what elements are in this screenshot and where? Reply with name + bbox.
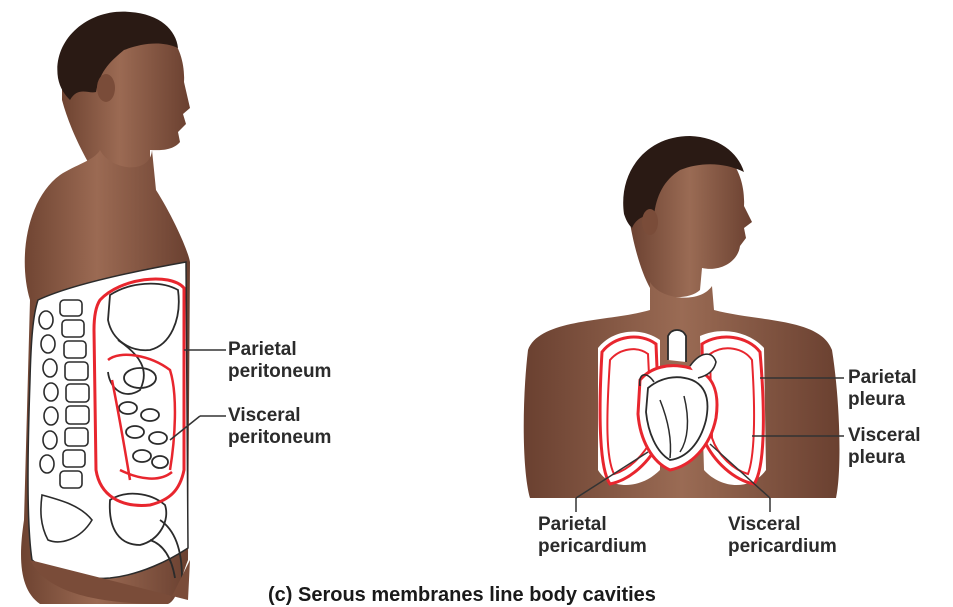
- figure-caption: (c) Serous membranes line body cavities: [268, 584, 656, 607]
- label-visceral-peritoneum-line2: peritoneum: [228, 427, 331, 449]
- label-parietal-pleura-line1: Parietal: [848, 367, 917, 389]
- label-visceral-pleura-line2: pleura: [848, 447, 921, 469]
- label-parietal-peritoneum: Parietal peritoneum: [228, 339, 331, 383]
- label-visceral-pericardium: Visceral pericardium: [728, 514, 837, 558]
- label-visceral-pleura: Visceral pleura: [848, 425, 921, 469]
- label-parietal-pericardium-line1: Parietal: [538, 514, 647, 536]
- label-visceral-pericardium-line1: Visceral: [728, 514, 837, 536]
- label-visceral-pericardium-line2: pericardium: [728, 536, 837, 558]
- label-parietal-pericardium: Parietal pericardium: [538, 514, 647, 558]
- label-parietal-pericardium-line2: pericardium: [538, 536, 647, 558]
- lateral-body-figure: [21, 12, 190, 604]
- label-visceral-peritoneum-line1: Visceral: [228, 405, 331, 427]
- label-parietal-pleura: Parietal pleura: [848, 367, 917, 411]
- label-parietal-pleura-line2: pleura: [848, 389, 917, 411]
- anterior-body-figure: [524, 136, 840, 498]
- label-visceral-peritoneum: Visceral peritoneum: [228, 405, 331, 449]
- label-parietal-peritoneum-line1: Parietal: [228, 339, 331, 361]
- left-ear: [97, 74, 115, 102]
- right-ear: [642, 209, 658, 235]
- label-visceral-pleura-line1: Visceral: [848, 425, 921, 447]
- label-parietal-peritoneum-line2: peritoneum: [228, 361, 331, 383]
